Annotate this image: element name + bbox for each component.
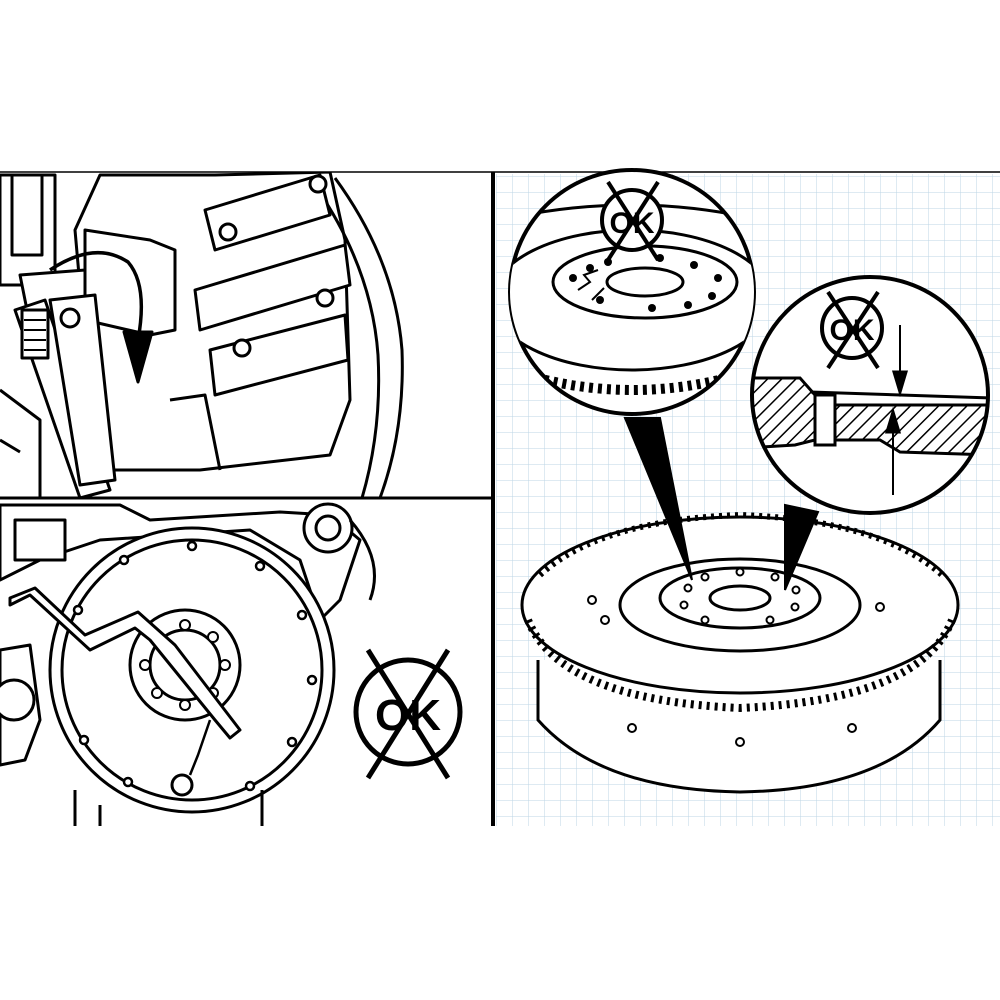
magnifier-section-detail: OK (750, 275, 990, 515)
hub-hole (683, 583, 693, 593)
frame-bottom-left (0, 388, 42, 498)
hub-hole (679, 600, 689, 610)
hub-hole (700, 572, 710, 582)
callout-pointer-right (784, 503, 820, 591)
drum-hole (847, 723, 857, 733)
bolt-hole (286, 736, 298, 748)
gauge-stem (188, 719, 212, 776)
hub-hole (179, 619, 191, 631)
housing-bottom (73, 790, 264, 826)
face-hole (587, 595, 597, 605)
drum-hole (627, 723, 637, 733)
wrench-arm (48, 293, 117, 487)
mag1-bore (605, 266, 685, 298)
ring-gear-teeth (524, 618, 956, 713)
starter-end (0, 678, 36, 722)
not-ok-cross-line (826, 290, 880, 370)
housing-bolt-holes (72, 540, 318, 792)
drum-hole (735, 737, 745, 747)
hub-bolt-holes (679, 567, 801, 625)
hub-hole (790, 602, 800, 612)
flywheel-housing-panel (0, 502, 376, 826)
hub-hole (735, 567, 745, 577)
injector-block (13, 518, 67, 562)
bolt-hole (306, 674, 318, 686)
block-rib (193, 243, 352, 332)
housing-right-curve (348, 519, 376, 601)
rotation-arrow-path (49, 250, 144, 341)
crankshaft-panel (0, 172, 404, 498)
bolt-hole (78, 734, 90, 746)
flywheel-housing-lip (60, 538, 324, 802)
oil-filter-cap-inner (314, 514, 342, 542)
bolt-hole (118, 554, 130, 566)
bolt-hole (218, 222, 238, 242)
hub-hole (139, 659, 151, 671)
bolt-hole (296, 609, 308, 621)
hub-hole (151, 687, 163, 699)
bolt-hole (244, 780, 256, 792)
hub-hole (207, 631, 219, 643)
wrench-pivot (59, 307, 81, 329)
bolt-hole (308, 174, 328, 194)
dial-gauge-tip (170, 773, 194, 797)
not-ok-symbol: OK (353, 648, 463, 780)
hub-hole (770, 572, 780, 582)
clamp-teeth (24, 319, 46, 351)
hub-hole (179, 699, 191, 711)
bolt-hole (122, 776, 134, 788)
gauge-arm (8, 586, 242, 740)
mag1-crack-marks (577, 269, 605, 301)
face-hole (600, 615, 610, 625)
magnifier-hub-detail: OK (508, 168, 756, 416)
bolt-hole (232, 338, 252, 358)
bolt-hole (72, 604, 84, 616)
not-ok-cross-line (365, 648, 451, 780)
bolt-hole (315, 288, 335, 308)
section-recess (813, 393, 837, 447)
hub-hole (765, 615, 775, 625)
hub-hole (700, 615, 710, 625)
dimension-arrow-up (884, 406, 902, 434)
bolt-hole (186, 540, 198, 552)
flywheel (520, 511, 960, 794)
frame-left-inner (10, 173, 44, 257)
bolt-hole (254, 560, 266, 572)
callout-pointer-left (623, 417, 693, 581)
flywheel-center-bore (708, 584, 772, 612)
not-ok-cross-line (606, 180, 660, 262)
housing-rim (333, 177, 404, 498)
housing-rim-inner (316, 189, 381, 498)
hub-hole (219, 659, 231, 671)
frame-bottom-right (169, 393, 222, 471)
block-rib-lower (208, 313, 350, 397)
rotation-arrow-head (122, 330, 154, 384)
dimension-arrow-down (891, 370, 909, 398)
hub-hole (791, 585, 801, 595)
face-hole (875, 602, 885, 612)
